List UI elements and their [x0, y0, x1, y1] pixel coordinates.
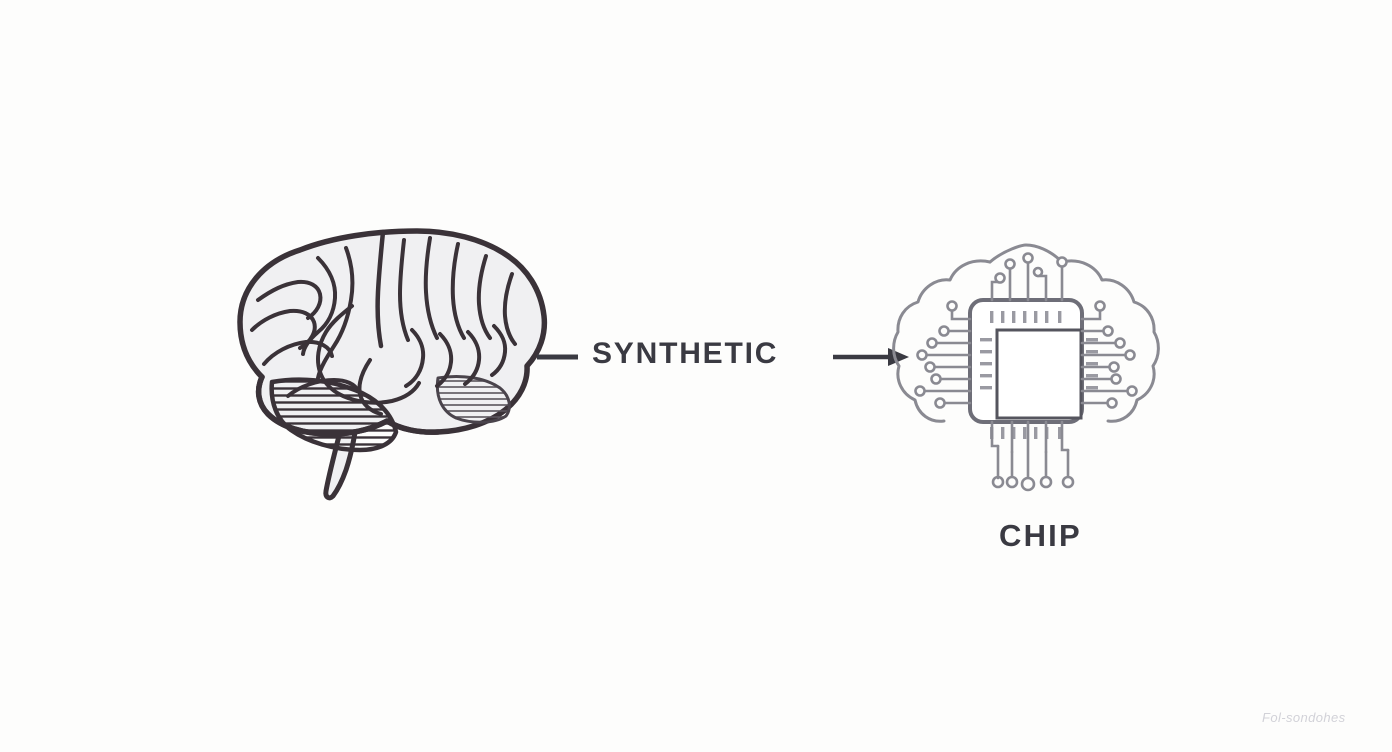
- cerebrum-lower-edge: [255, 374, 441, 437]
- chip-pins-left: [980, 338, 992, 390]
- ai-chip-icon: [892, 243, 1160, 492]
- brain-fissure-central: [375, 229, 386, 349]
- chip-label: CHIP: [999, 518, 1082, 553]
- chip-traces-left: [914, 300, 972, 409]
- cerebellum-right-outline: [435, 374, 511, 424]
- chip-pins-top: [990, 311, 1062, 323]
- chip-traces-bottom: [990, 420, 1075, 492]
- chip-cloud-outline: [892, 243, 1160, 423]
- synthetic-label: SYNTHETIC: [592, 337, 779, 370]
- chip-traces-top: [990, 252, 1068, 302]
- watermark-text: Fol-sondohes: [1262, 710, 1346, 725]
- chip-pins-bottom: [990, 427, 1062, 439]
- brain-sulci-group: [250, 236, 517, 416]
- chip-pins-right: [1086, 338, 1098, 390]
- chip-die: [995, 328, 1083, 420]
- chip-traces-right: [1080, 300, 1138, 409]
- brain-illustration: [237, 228, 548, 501]
